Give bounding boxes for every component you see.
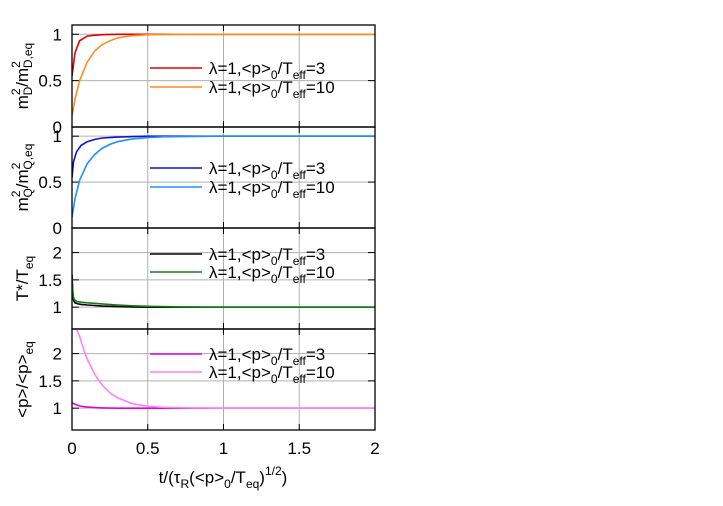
y-tick-label: 0.5 (38, 173, 62, 192)
y-tick-label: 0 (53, 118, 62, 137)
y-tick-label: 1.5 (38, 372, 62, 391)
y-tick-label: 2 (53, 244, 62, 263)
x-axis-label: t/(τR(<p>0/Teq)1/2) (159, 464, 288, 491)
y-tick-label: 0 (53, 219, 62, 238)
x-tick-label: 2 (370, 439, 379, 458)
series-line-2 (72, 277, 375, 308)
legend-label: λ=1,<p>0/Teff=10 (209, 178, 335, 201)
x-tick-label: 0 (67, 439, 76, 458)
panel-3: 1 1.5 2 λ=1,<p>0/Teff=3λ=1,<p>0/Teff=10 T*/T… (13, 227, 376, 330)
y-axis-label: m2D/m2D,eq (9, 43, 35, 109)
legend-label: λ=1,<p>0/Teff=3 (209, 345, 325, 368)
x-tick-label: 1.5 (287, 439, 311, 458)
y-tick-label: 1 (53, 25, 62, 44)
legend-label: λ=1,<p>0/Teff=3 (209, 59, 325, 82)
series-line-2 (75, 329, 375, 409)
y-tick-label: 1 (53, 399, 62, 418)
y-tick-label: 1 (53, 127, 62, 146)
series-line-2 (72, 33, 375, 117)
y-axis-label: T*/Teq (13, 256, 36, 301)
x-tick-label: 1 (219, 439, 228, 458)
y-tick-label: 1.5 (38, 271, 62, 290)
panel-2: 0 0.5 1 λ=1,<p>0/Teff=3λ=1,<p>0/Teff=10 m2Q/… (9, 126, 376, 238)
x-tick-label: 0.5 (136, 439, 160, 458)
y-tick-label: 1 (53, 298, 62, 317)
y-tick-label: 2 (53, 345, 62, 364)
legend-label: λ=1,<p>0/Teff=3 (209, 159, 325, 182)
series-line-2 (72, 135, 375, 218)
y-axis-label: m2Q/m2Q,eq (9, 144, 35, 212)
x-axis: 0 0.5 1 1.5 2 t/(τR(<p>0/Teq)1/2) (67, 439, 379, 491)
legend-label: λ=1,<p>0/Teff=10 (209, 363, 335, 386)
legend-label: λ=1,<p>0/Teff=10 (209, 78, 335, 101)
y-tick-label: 0.5 (38, 72, 62, 91)
panel-1: 0 0.5 1 λ=1,<p>0/Teff=3λ=1,<p>0/Teff=10 m2D/… (9, 24, 376, 137)
legend-label: λ=1,<p>0/Teff=10 (209, 263, 335, 286)
chart-panels: 00.51λ=1,<p>0/Teff=3λ=1,<p>0/Teff=10m2D/… (9, 24, 376, 431)
panel-frame (71, 328, 376, 431)
panel-4: 1 1.5 2 λ=1,<p>0/Teff=3λ=1,<p>0/Teff=10 <p>/… (13, 328, 376, 431)
y-axis-label: <p>/<p>eq (13, 341, 36, 418)
legend-label: λ=1,<p>0/Teff=3 (209, 245, 325, 268)
